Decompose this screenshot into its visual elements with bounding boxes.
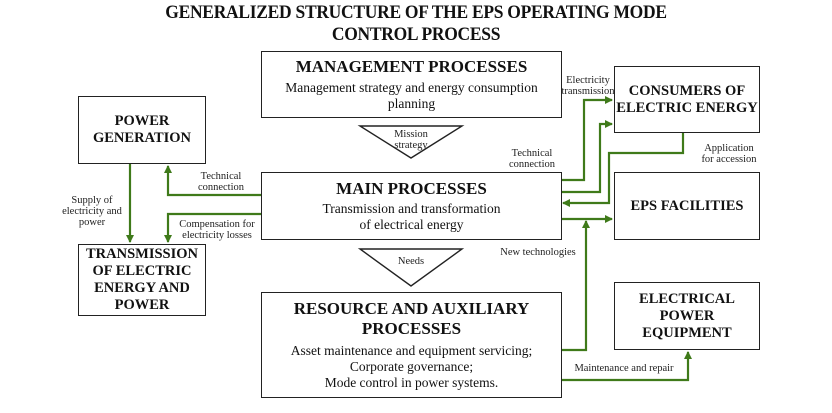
mission-label-line-2: strategy [394, 140, 428, 151]
label-electricity-transmission: Electricity transmission [558, 75, 618, 97]
equipment-line-3: EQUIPMENT [642, 324, 732, 341]
diagram-title-line-1: GENERALIZED STRUCTURE OF THE EPS OPERATI… [165, 2, 667, 23]
power-generation-line-2: GENERATION [92, 130, 192, 146]
mission-strategy-label: Mission strategy [381, 129, 441, 151]
label-supply-line-3: power [78, 217, 106, 228]
consumers-line-2: ELECTRIC ENERGY [616, 99, 758, 116]
label-technical-connection-right: Technical connection [500, 148, 564, 170]
label-electricity-transmission-line-1: Electricity [566, 75, 610, 86]
label-application-line-2: for accession [701, 154, 757, 165]
label-electricity-transmission-line-2: transmission [561, 86, 615, 97]
label-compensation-line-2: electricity losses [182, 230, 252, 241]
power-generation-line-1: POWER [114, 113, 170, 129]
transmission-line-3: ENERGY AND [94, 280, 190, 296]
label-technical-left-line-1: Technical [200, 171, 242, 182]
arrow-new-technologies [561, 220, 590, 352]
transmission-box: TRANSMISSION OF ELECTRIC ENERGY AND POWE… [78, 244, 206, 316]
resource-item-1: Asset maintenance and equipment servicin… [290, 343, 533, 358]
diagram-title-line-2: CONTROL PROCESS [331, 24, 501, 45]
transmission-line-1: TRANSMISSION [86, 246, 198, 262]
needs-triangle [357, 248, 465, 287]
label-supply-line-1: Supply of [71, 195, 113, 206]
mission-strategy-triangle [357, 125, 465, 159]
mission-label-line-1: Mission [394, 129, 428, 140]
label-technical-right-line-1: Technical [511, 148, 553, 159]
label-application-line-1: Application [704, 143, 754, 154]
arrow-technical-connection-left [164, 165, 261, 197]
management-processes-box: MANAGEMENT PROCESSES Management strategy… [261, 51, 562, 118]
eps-facilities-title: EPS FACILITIES [630, 197, 744, 214]
arrow-maintenance-repair [561, 351, 692, 382]
main-processes-subtitle-line-1: Transmission and transformation [322, 201, 501, 216]
label-new-technologies: New technologies [500, 247, 576, 258]
resource-processes-title-line-2: PROCESSES [361, 319, 462, 338]
label-technical-connection-left: Technical connection [186, 171, 256, 193]
transmission-line-2: OF ELECTRIC [92, 263, 192, 279]
label-application-for-accession: Application for accession [694, 143, 764, 165]
arrow-application-for-accession [562, 133, 685, 207]
label-technical-right-line-2: connection [508, 159, 556, 170]
main-processes-subtitle-line-2: of electrical energy [359, 217, 464, 232]
consumers-box: CONSUMERS OF ELECTRIC ENERGY [614, 66, 760, 133]
resource-item-3: Mode control in power systems. [324, 375, 499, 390]
arrow-technical-connection-right [561, 120, 613, 194]
management-processes-title: MANAGEMENT PROCESSES [295, 57, 528, 76]
resource-item-2: Corporate governance; [349, 359, 474, 374]
arrow-compensation [164, 212, 261, 243]
management-processes-subtitle: Management strategy and energy consumpti… [285, 80, 538, 111]
equipment-line-1: ELECTRICAL [639, 290, 735, 307]
label-supply-line-2: electricity and [62, 206, 122, 217]
eps-facilities-box: EPS FACILITIES [614, 172, 760, 240]
resource-auxiliary-processes-box: RESOURCE AND AUXILIARY PROCESSES Asset m… [261, 292, 562, 398]
label-technical-left-line-2: connection [197, 182, 245, 193]
label-maintenance-and-repair: Maintenance and repair [574, 363, 674, 374]
label-supply: Supply of electricity and power [58, 195, 126, 228]
label-compensation-line-1: Compensation for [179, 219, 255, 230]
power-generation-box: POWER GENERATION [78, 96, 206, 164]
consumers-line-1: CONSUMERS OF [628, 82, 746, 99]
equipment-line-2: POWER [659, 307, 715, 324]
label-compensation: Compensation for electricity losses [173, 219, 261, 241]
needs-label: Needs [397, 256, 425, 267]
transmission-line-4: POWER [114, 297, 170, 313]
arrow-electricity-transmission [561, 96, 613, 182]
resource-processes-title-line-1: RESOURCE AND AUXILIARY [293, 299, 530, 318]
main-processes-title: MAIN PROCESSES [336, 179, 487, 198]
electrical-power-equipment-box: ELECTRICAL POWER EQUIPMENT [614, 282, 760, 350]
main-processes-box: MAIN PROCESSES Transmission and transfor… [261, 172, 562, 240]
